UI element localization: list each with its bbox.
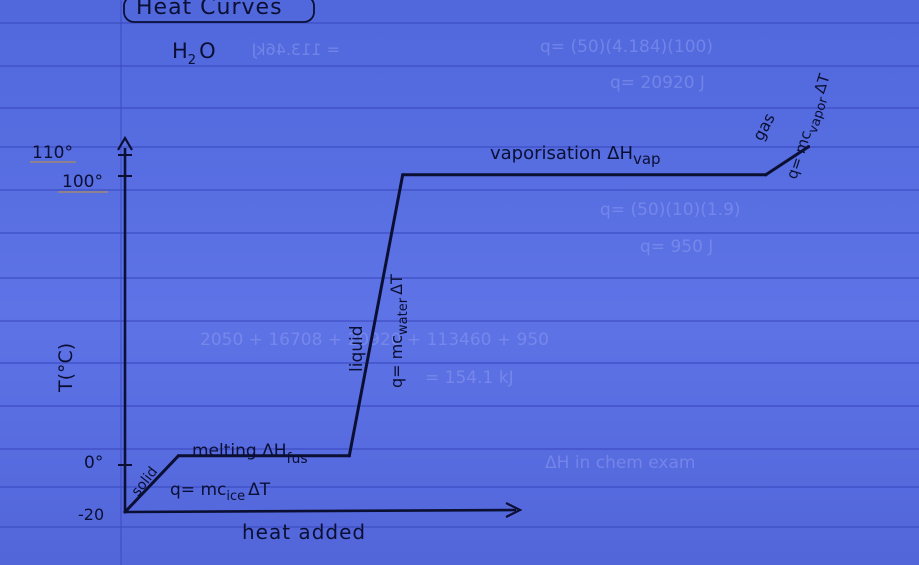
vaporisation-label: vaporisation ΔHvap: [490, 143, 661, 168]
ruled-line: [0, 65, 919, 67]
bleed-through-text: ΔH in chem exam: [545, 453, 695, 473]
bleed-through-writing: = 113.46kJ q= (50)(4.184)(100) q= 20920 …: [200, 37, 741, 473]
curve-point: [347, 454, 351, 458]
bleed-through-text: = 113.46kJ: [252, 40, 340, 59]
curve-point: [401, 173, 405, 177]
liquid-label: liquid: [347, 325, 367, 372]
liquid-equation: q= mcwaterΔT: [387, 274, 411, 388]
page-title: Heat Curves: [136, 0, 283, 20]
x-axis: [124, 508, 517, 514]
x-axis-label: heat added: [242, 520, 366, 544]
ruled-line: [0, 486, 919, 488]
margin-line: [120, 0, 122, 565]
ruled-line: [0, 22, 919, 24]
curve-point: [764, 173, 768, 177]
bleed-through-text: = 154.1 kJ: [425, 368, 514, 388]
ruled-line: [0, 526, 919, 528]
solid-label: solid: [129, 464, 162, 499]
y-axis-label: T(°C): [55, 343, 77, 393]
bleed-through-text: q= (50)(4.184)(100): [540, 37, 713, 57]
y-tick-label: 0°: [84, 453, 103, 473]
curve-point: [176, 454, 180, 458]
ruled-line: [0, 448, 919, 450]
x-axis-arrowhead: [505, 502, 523, 518]
ruled-line: [0, 189, 919, 191]
y-tick-label: 100°: [62, 172, 103, 192]
bleed-through-text: 2050 + 16708 + 20920 + 113460 + 950: [200, 330, 549, 350]
y-tick-label: -20: [78, 505, 104, 524]
ruled-line: [0, 232, 919, 234]
ruled-line: [0, 362, 919, 364]
y-axis-arrowhead: [117, 135, 133, 151]
curve-point: [806, 145, 811, 149]
ruled-line: [0, 405, 919, 407]
bleed-through-text: q= (50)(10)(1.9): [600, 200, 741, 220]
gas-equation: q= mcvaporΔT: [783, 71, 839, 183]
title-highlight-box: [123, 0, 315, 23]
ruled-line: [0, 146, 919, 148]
ruled-line: [0, 320, 919, 322]
melting-label: melting ΔHfus: [192, 441, 308, 467]
y-tick-label: 110°: [32, 143, 73, 163]
curve-points: [123, 145, 811, 514]
gas-label: gas: [749, 110, 779, 144]
bleed-through-text: q= 950 J: [640, 237, 713, 257]
heating-curve-line: [123, 145, 810, 514]
ruled-line: [0, 107, 919, 109]
ruled-line: [0, 277, 919, 279]
axes: [117, 135, 523, 518]
curve-point: [123, 510, 127, 514]
bleed-through-text: q= 20920 J: [610, 73, 705, 93]
